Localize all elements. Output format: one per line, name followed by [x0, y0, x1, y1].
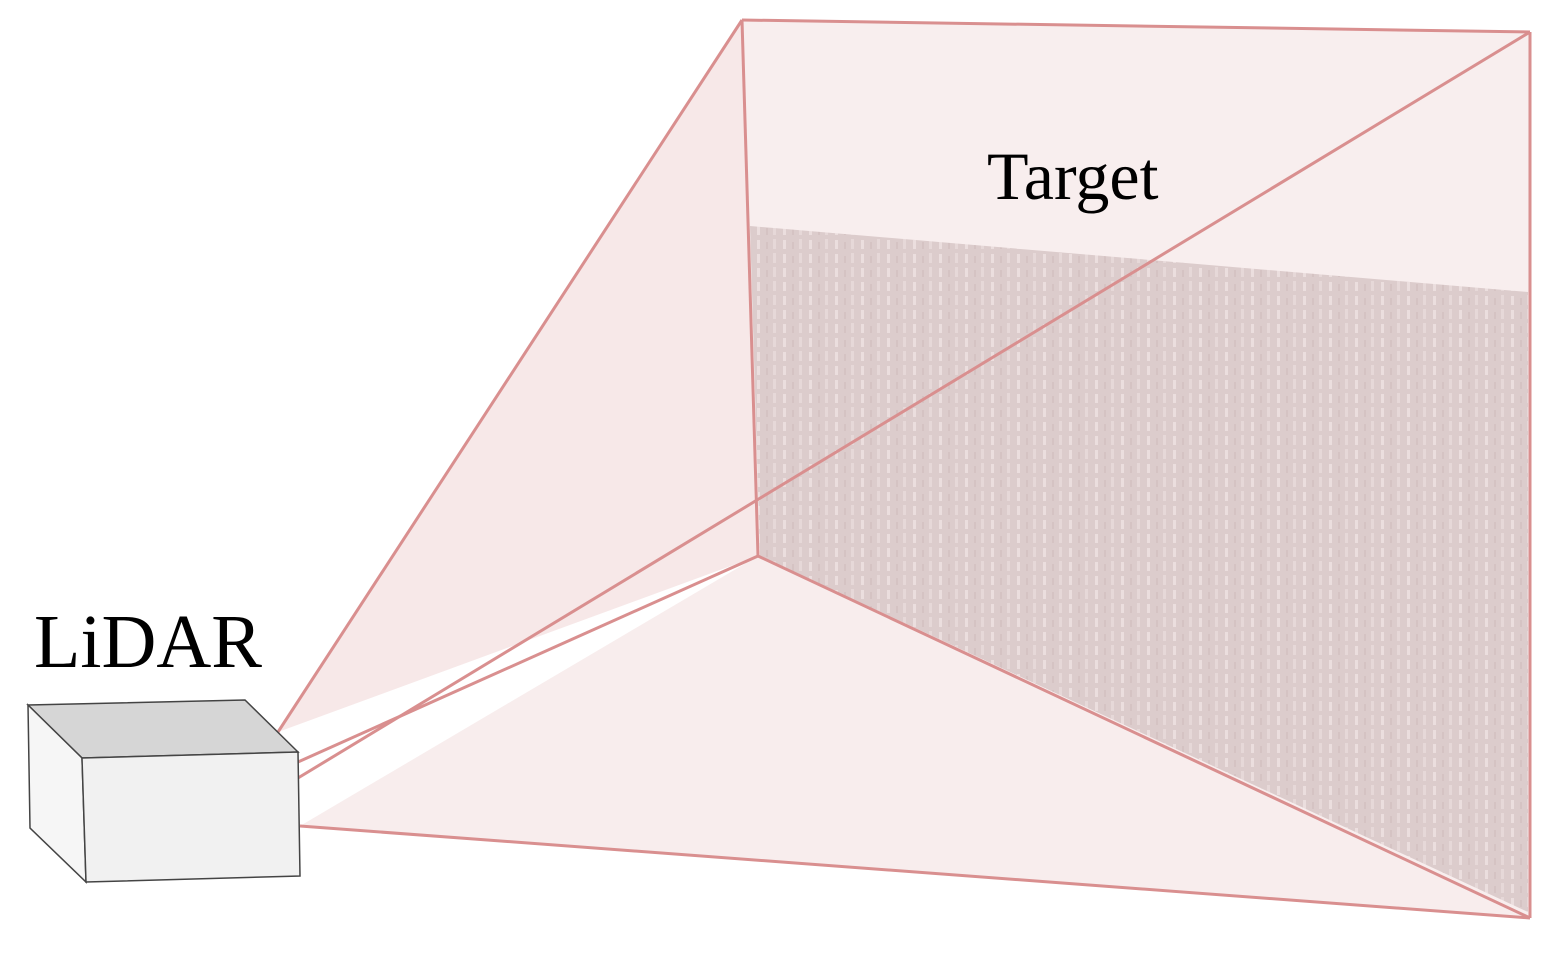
frustum-bottom-face: [300, 556, 1530, 918]
frustum-edge-floor-diagonal: [757, 554, 1531, 920]
frustum-edge-top-left: [276, 19, 744, 733]
frustum-edge-top: [741, 18, 1531, 34]
lidar-device: [26, 699, 301, 884]
frustum-edge-diagonal: [297, 30, 1531, 780]
frustum-edge-middle: [297, 554, 759, 764]
frustum-edge-bottom: [299, 824, 1531, 920]
frustum-edge-far-left: [740, 19, 760, 557]
target-wall: [750, 226, 1528, 912]
frustum-edges: [276, 18, 1532, 920]
lidar-label: LiDAR: [34, 600, 262, 684]
target-label: Target: [987, 138, 1159, 214]
lidar-box-front: [81, 751, 301, 883]
